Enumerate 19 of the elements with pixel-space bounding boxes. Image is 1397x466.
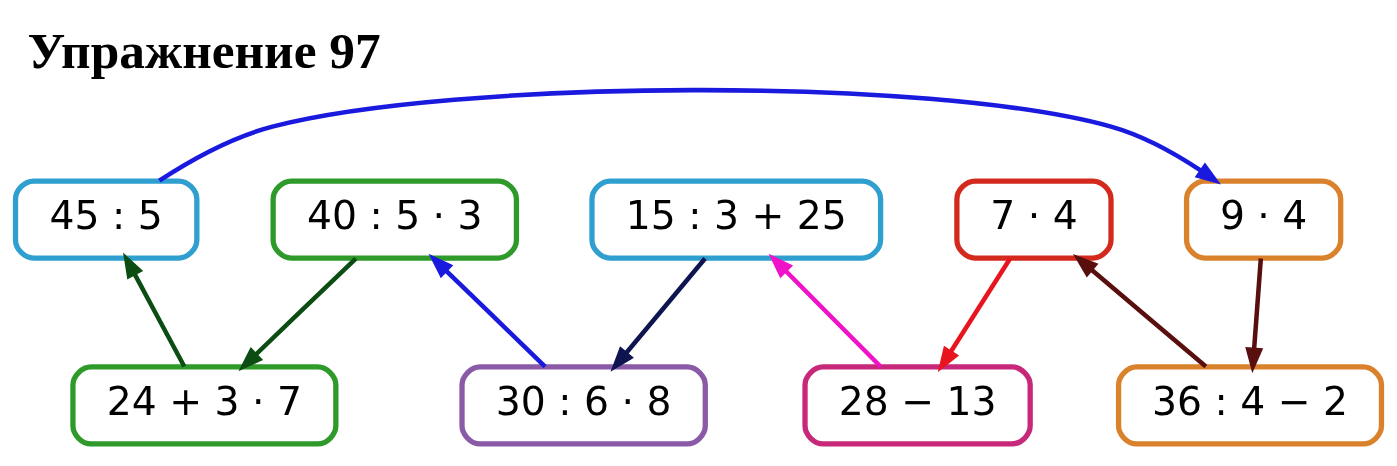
arrow (158, 87, 1221, 185)
node-box: 24 + 3 · 7 (70, 364, 339, 447)
arrow (428, 253, 547, 369)
arrow (1072, 254, 1208, 369)
node-box: 40 : 5 · 3 (270, 178, 520, 261)
node-box: 45 : 5 (12, 178, 200, 261)
arrow (610, 257, 707, 372)
arrow (238, 256, 358, 372)
arrow (937, 257, 1013, 373)
node-box: 15 : 3 + 25 (589, 178, 884, 261)
node-box: 28 − 13 (802, 364, 1033, 447)
arrow (768, 253, 883, 369)
arrow (123, 252, 187, 368)
node-box: 9 · 4 (1183, 178, 1344, 261)
node-box: 30 : 6 · 8 (459, 364, 708, 447)
arrow (1245, 258, 1264, 374)
node-box: 36 : 4 − 2 (1115, 364, 1385, 447)
node-box: 7 · 4 (954, 178, 1114, 261)
diagram-title: Упражнение 97 (27, 21, 381, 79)
